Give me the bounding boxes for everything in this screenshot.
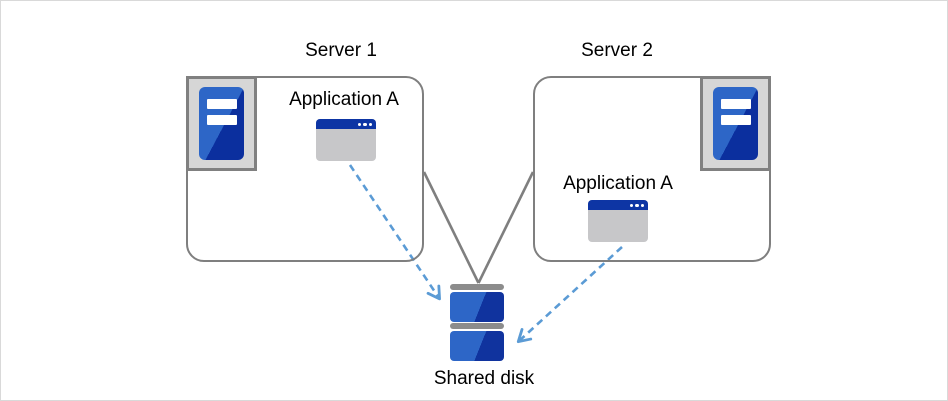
shared-disk-label: Shared disk	[433, 368, 535, 389]
server1-label: Server 1	[305, 40, 377, 61]
tower-slot	[207, 115, 237, 125]
titlebar-dot	[368, 122, 372, 126]
server-tower-glyph	[713, 87, 758, 160]
disk-platter	[450, 331, 504, 361]
shared-disk-icon	[450, 284, 504, 361]
connector-server1-to-disk	[422, 171, 480, 284]
titlebar-dot	[629, 203, 633, 207]
server1-server-tower-icon	[186, 76, 257, 171]
titlebar-dot	[357, 122, 361, 126]
titlebar-dot	[640, 203, 644, 207]
window-titlebar	[316, 119, 376, 129]
titlebar-dot	[363, 122, 367, 126]
titlebar-dot	[635, 203, 639, 207]
server2-application-label: Application A	[563, 173, 673, 194]
server1-application-window-icon	[316, 119, 376, 161]
tower-slot	[721, 99, 751, 109]
arrow-app1-to-disk	[348, 164, 441, 301]
disk-cap	[450, 323, 504, 329]
disk-cap	[450, 284, 504, 290]
connector-server2-to-disk	[477, 171, 535, 284]
server2-server-tower-icon	[700, 76, 771, 171]
tower-slot	[721, 115, 751, 125]
server-tower-glyph	[199, 87, 244, 160]
window-titlebar	[588, 200, 648, 210]
disk-platter	[450, 292, 504, 322]
server1-application-label: Application A	[289, 89, 399, 110]
server2-label: Server 2	[581, 40, 653, 61]
server2-application-window-icon	[588, 200, 648, 242]
tower-slot	[207, 99, 237, 109]
